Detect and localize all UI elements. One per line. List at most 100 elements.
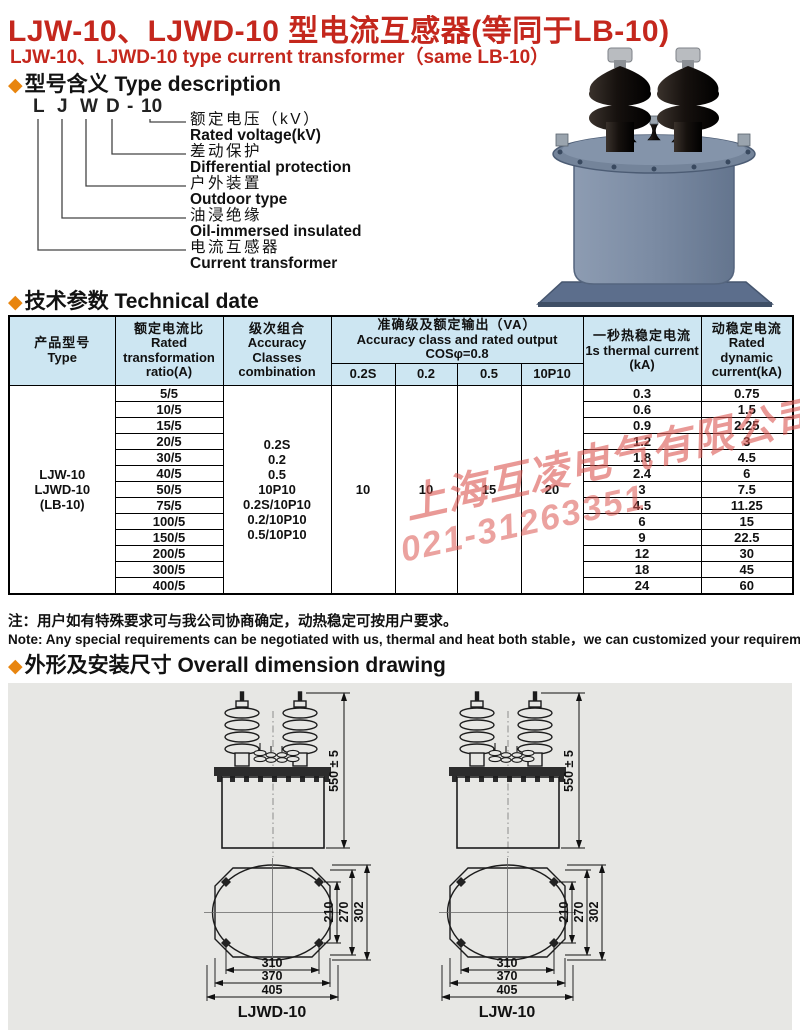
- thermal-cell: 0.9: [582, 416, 702, 434]
- ratio-cell: 300/5: [114, 560, 224, 578]
- type-code-letter-w: W: [80, 96, 98, 117]
- ratio-cell: 30/5: [114, 448, 224, 466]
- dim-310: 310: [497, 956, 518, 970]
- heading-en: Technical date: [108, 290, 259, 313]
- dim-height: 550 ± 5: [327, 750, 341, 792]
- heading-en: Overall dimension drawing: [171, 654, 446, 677]
- dynamic-cell: 7.5: [700, 480, 794, 498]
- drawing-label-ljw10: LJW-10: [479, 1004, 536, 1021]
- type-code-letter-l: L: [33, 96, 45, 117]
- note-cn: 注：用户如有特殊要求可与我公司协商确定，动热稳定可按用户要求。: [8, 614, 458, 630]
- label-en: Differential protection: [190, 159, 352, 176]
- thermal-cell: 4.5: [582, 496, 702, 514]
- technical-parameters-table: 产品型号 Type 额定电流比 Rated transformation rat…: [8, 315, 795, 595]
- ratio-cell: 50/5: [114, 480, 224, 498]
- type-description-heading: ◆型号含义 Type description: [8, 68, 281, 98]
- dynamic-cell: 2.25: [700, 416, 794, 434]
- dynamic-cell: 4.5: [700, 448, 794, 466]
- list-item: 户外装置 Outdoor type: [190, 176, 361, 208]
- label-cn: 油浸绝缘: [190, 207, 263, 224]
- col-header-thermal: 一秒热稳定电流 1s thermal current (kA): [582, 315, 702, 386]
- thermal-cell: 0.6: [582, 400, 702, 418]
- thermal-cell: 12: [582, 544, 702, 562]
- diamond-bullet-icon: ◆: [8, 656, 23, 677]
- dim-405: 405: [497, 983, 518, 997]
- ratio-cell: 40/5: [114, 464, 224, 482]
- heading-cn: 技术参数: [24, 290, 109, 313]
- list-item: 电流互感器 Current transformer: [190, 240, 361, 272]
- type-description-list: 额定电压（kV） Rated voltage(kV) 差动保护 Differen…: [190, 112, 361, 272]
- dim-210: 210: [557, 902, 571, 923]
- output-02-cell: 10: [394, 384, 458, 594]
- heading-en: Type description: [108, 73, 281, 96]
- note-en: Note: Any special requirements can be ne…: [8, 632, 800, 647]
- dynamic-cell: 60: [700, 576, 794, 594]
- thermal-cell: 3: [582, 480, 702, 498]
- ratio-cell: 200/5: [114, 544, 224, 562]
- label-cn: 差动保护: [190, 143, 263, 160]
- dim-405: 405: [262, 983, 283, 997]
- ratio-cell: 20/5: [114, 432, 224, 450]
- ratio-cell: 100/5: [114, 512, 224, 530]
- page-title: LJW-10、LJWD-10 型电流互感器(等同于LB-10): [8, 15, 670, 48]
- output-02s-cell: 10: [330, 384, 396, 594]
- type-code-hyphen: -: [127, 96, 134, 117]
- table-row: LJW-10 LJWD-10 (LB-10) 5/5 0.2S 0.2 0.5 …: [8, 384, 794, 594]
- ratio-cell: 15/5: [114, 416, 224, 434]
- dim-302: 302: [587, 902, 601, 923]
- thermal-cell: 1.8: [582, 448, 702, 466]
- list-item: 差动保护 Differential protection: [190, 144, 361, 176]
- label-en: Outdoor type: [190, 191, 288, 208]
- col-header-class: 级次组合 Accuracy Classes combination: [222, 315, 332, 386]
- type-code-connector-lines: [37, 119, 186, 251]
- label-cn: 额定电压（kV）: [190, 111, 322, 128]
- dynamic-cell: 3: [700, 432, 794, 450]
- technical-data-heading: ◆技术参数 Technical date: [8, 285, 259, 315]
- output-05-cell: 15: [456, 384, 522, 594]
- dynamic-cell: 0.75: [700, 384, 794, 402]
- dynamic-cell: 30: [700, 544, 794, 562]
- dynamic-cell: 15: [700, 512, 794, 530]
- thermal-cell: 18: [582, 560, 702, 578]
- dim-370: 370: [262, 969, 283, 983]
- type-code-number: 10: [141, 96, 163, 117]
- label-en: Oil-immersed insulated: [190, 223, 362, 240]
- dim-310: 310: [262, 956, 283, 970]
- label-en: Rated voltage(kV): [190, 127, 321, 144]
- dimension-drawing-panel: 550 ± 5 210 270 302 310 370 405 LJWD-10 …: [8, 683, 792, 1030]
- page-subtitle: LJW-10、LJWD-10 type current transformer（…: [10, 47, 550, 68]
- col-header-dynamic: 动稳定电流 Rated dynamic current(kA): [700, 315, 794, 386]
- thermal-cell: 1.2: [582, 432, 702, 450]
- diamond-bullet-icon: ◆: [8, 75, 23, 96]
- thermal-cell: 2.4: [582, 464, 702, 482]
- product-photo: [536, 47, 775, 307]
- col-header-type: 产品型号 Type: [8, 315, 116, 386]
- dim-height: 550 ± 5: [562, 750, 576, 792]
- col-header-ratio: 额定电流比 Rated transformation ratio(A): [114, 315, 224, 386]
- ratio-cell: 10/5: [114, 400, 224, 418]
- label-cn: 电流互感器: [190, 239, 281, 256]
- type-value-cell: LJW-10 LJWD-10 (LB-10): [8, 384, 116, 594]
- dynamic-cell: 45: [700, 560, 794, 578]
- list-item: 额定电压（kV） Rated voltage(kV): [190, 112, 361, 144]
- ratio-cell: 400/5: [114, 576, 224, 594]
- output-10p10-cell: 20: [520, 384, 584, 594]
- dim-302: 302: [352, 902, 366, 923]
- label-en: Current transformer: [190, 255, 338, 272]
- diamond-bullet-icon: ◆: [8, 292, 23, 313]
- dynamic-cell: 22.5: [700, 528, 794, 546]
- ratio-cell: 75/5: [114, 496, 224, 514]
- sub-header-10p10: 10P10: [520, 362, 584, 386]
- ratio-cell: 5/5: [114, 384, 224, 402]
